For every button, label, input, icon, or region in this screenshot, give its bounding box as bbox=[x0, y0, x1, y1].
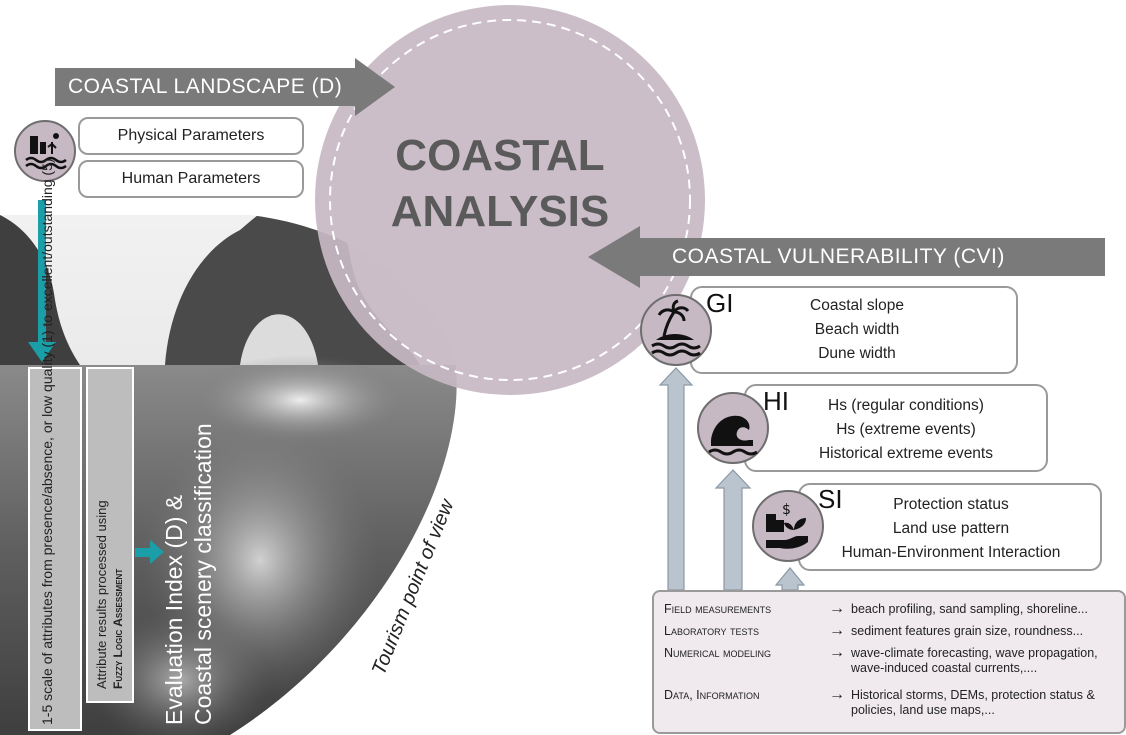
evaluation-line2: Coastal scenery classification bbox=[190, 423, 216, 725]
si-code: SI bbox=[818, 484, 843, 514]
evaluation-line1: Evaluation Index (D) & bbox=[161, 494, 187, 725]
physical-parameters-box: Physical Parameters bbox=[78, 117, 304, 155]
hi-code: HI bbox=[763, 386, 789, 416]
svg-text:$: $ bbox=[782, 502, 791, 518]
center-title: COASTAL ANALYSIS bbox=[385, 128, 615, 240]
hi-line: Hs (regular conditions) bbox=[828, 397, 984, 414]
hi-line: Historical extreme events bbox=[818, 445, 993, 462]
processing-text-line: Attribute results processed using bbox=[94, 500, 109, 689]
data-row: Field measurements → beach profiling, sa… bbox=[664, 600, 1121, 618]
right-arrow-icon: → bbox=[829, 644, 845, 661]
landscape-arrow-label: COASTAL LANDSCAPE (D) bbox=[68, 75, 343, 98]
data-row: Numerical modeling → wave-climate foreca… bbox=[664, 644, 1121, 676]
si-line: Land use pattern bbox=[892, 520, 1010, 537]
teal-down-arrow bbox=[38, 200, 46, 345]
human-parameters-box: Human Parameters bbox=[78, 160, 304, 198]
coastal-landscape-icon bbox=[14, 120, 76, 182]
data-row-key: Numerical modeling bbox=[664, 646, 772, 660]
gi-line: Beach width bbox=[814, 321, 900, 338]
evaluation-text: Evaluation Index (D) & Coastal scenery c… bbox=[160, 355, 218, 725]
palm-island-icon bbox=[640, 294, 712, 366]
center-title-line1: COASTAL bbox=[395, 131, 605, 180]
right-arrow-icon: → bbox=[829, 600, 845, 617]
teal-right-arrow bbox=[135, 548, 151, 557]
si-box: Protection status Land use pattern Human… bbox=[798, 483, 1102, 571]
center-title-line2: ANALYSIS bbox=[390, 187, 610, 236]
right-arrow-icon: → bbox=[829, 686, 845, 703]
vulnerability-arrow bbox=[588, 226, 1105, 288]
data-row-value: beach profiling, sand sampling, shorelin… bbox=[851, 602, 1088, 616]
up-arrows bbox=[658, 367, 806, 591]
landscape-arrow bbox=[55, 58, 395, 116]
gi-code: GI bbox=[706, 288, 734, 318]
gi-box: Coastal slope Beach width Dune width bbox=[690, 286, 1018, 374]
data-sources-box: Field measurements → beach profiling, sa… bbox=[652, 590, 1126, 734]
hi-line: Hs (extreme events) bbox=[836, 421, 976, 438]
data-row-value: Historical storms, DEMs, protection stat… bbox=[851, 688, 1095, 717]
data-row-value: wave-climate forecasting, wave propagati… bbox=[851, 646, 1098, 675]
data-row: Laboratory tests → sediment features gra… bbox=[664, 622, 1121, 640]
data-row: Data, Information → Historical storms, D… bbox=[664, 686, 1121, 718]
gi-line: Coastal slope bbox=[810, 297, 904, 314]
data-row-value: sediment features grain size, roundness.… bbox=[851, 624, 1084, 638]
processing-text: Attribute results processed using Fuzzy … bbox=[94, 389, 126, 689]
city-hand-plant-icon: $ bbox=[752, 490, 824, 562]
si-line: Human-Environment Interaction bbox=[841, 544, 1061, 561]
analysis-circle bbox=[315, 5, 705, 395]
data-row-key: Laboratory tests bbox=[664, 624, 759, 638]
gi-line: Dune width bbox=[818, 345, 896, 362]
data-row-key: Field measurements bbox=[664, 602, 772, 616]
processing-panel: Attribute results processed using Fuzzy … bbox=[86, 367, 134, 703]
scale-panel: 1-5 scale of attributes from presence/ab… bbox=[28, 158, 82, 731]
data-row-key: Data, Information bbox=[664, 688, 760, 702]
fuzzy-logic-label: Fuzzy Logic Assessment bbox=[111, 568, 125, 689]
wave-icon bbox=[697, 392, 769, 464]
si-line: Protection status bbox=[893, 496, 1009, 513]
vulnerability-arrow-label: COASTAL VULNERABILITY (CVI) bbox=[672, 245, 1005, 268]
scale-text: 1-5 scale of attributes from presence/ab… bbox=[39, 158, 55, 725]
hi-box: Hs (regular conditions) Hs (extreme even… bbox=[744, 384, 1048, 472]
right-arrow-icon: → bbox=[829, 622, 845, 639]
